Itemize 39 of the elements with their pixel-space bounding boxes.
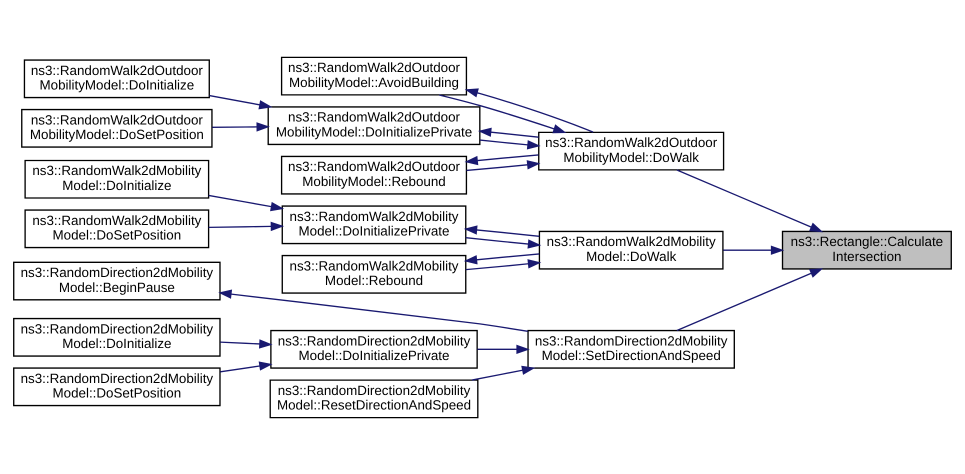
arrow [478, 127, 539, 138]
node-box: ns3::RandomDirection2dMobility Model::ResetDirectionAndSpeed [270, 378, 478, 418]
node-box: ns3::RandomWalk2dMobility Model::DoWalk [538, 230, 724, 270]
arrow [676, 168, 824, 232]
node-box: ns3::Rectangle::Calculate Intersection [782, 230, 952, 270]
node-box: ns3::RandomWalk2dOutdoor MobilityModel::DoInitialize [24, 58, 210, 98]
node-box: ns3::RandomWalk2dOutdoor MobilityModel::Rebound [280, 155, 468, 194]
arrow [208, 194, 284, 211]
arrow [480, 138, 541, 149]
node-box: ns3::RandomDirection2dMobility Model::DoInitialize [13, 317, 221, 356]
node-box: ns3::RandomDirection2dMobility Model::SetDirectionAndSpeed [527, 329, 735, 368]
arrow [472, 365, 536, 380]
node-box: ns3::RandomWalk2dMobility Model::DoInitialize [24, 159, 210, 198]
arrow [208, 221, 284, 231]
arrow [464, 252, 540, 264]
node-box: ns3::RandomDirection2dMobility Model::DoSetPosition [13, 366, 221, 406]
arrow [466, 236, 542, 248]
arrow [464, 154, 539, 165]
arrow [220, 360, 273, 372]
arrow [723, 245, 784, 254]
node-box: ns3::RandomDirection2dMobility Model::BeginPause [13, 261, 221, 300]
node-box: ns3::RandomWalk2dMobility Model::DoSetPosition [24, 208, 210, 248]
node-box: ns3::RandomWalk2dMobility Model::DoInitializePrivate [282, 204, 466, 244]
node-box: ns3::RandomDirection2dMobility Model::DoInitializePrivate [270, 329, 478, 368]
arrow [464, 224, 540, 236]
arrow [218, 289, 528, 332]
arrow [676, 268, 824, 331]
node-box: ns3::RandomWalk2dOutdoor MobilityModel::DoInitializePrivate [268, 106, 480, 145]
node-box: ns3::RandomWalk2dOutdoor MobilityModel::DoSetPosition [21, 108, 213, 148]
arrow [464, 88, 594, 132]
node-box: ns3::RandomWalk2dMobility Model::Rebound [282, 254, 466, 294]
arrow [220, 338, 273, 348]
arrow [477, 344, 530, 354]
arrow [209, 94, 272, 109]
arrow [466, 258, 542, 270]
node-box: ns3::RandomWalk2dOutdoor MobilityModel::DoWalk [538, 131, 724, 170]
node-box: ns3::RandomWalk2dOutdoor MobilityModel::AvoidBuilding [280, 56, 468, 96]
arrow [212, 122, 270, 132]
arrow [466, 160, 540, 171]
